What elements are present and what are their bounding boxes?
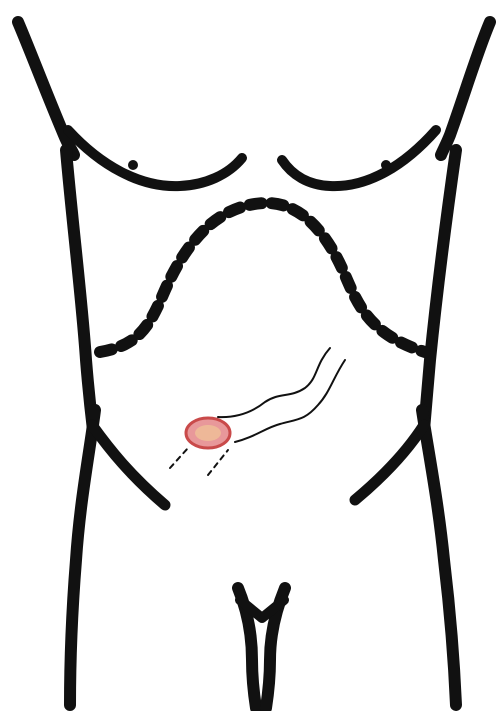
left-nipple xyxy=(128,160,138,170)
right-nipple xyxy=(381,160,391,170)
stoma-center xyxy=(195,425,221,441)
